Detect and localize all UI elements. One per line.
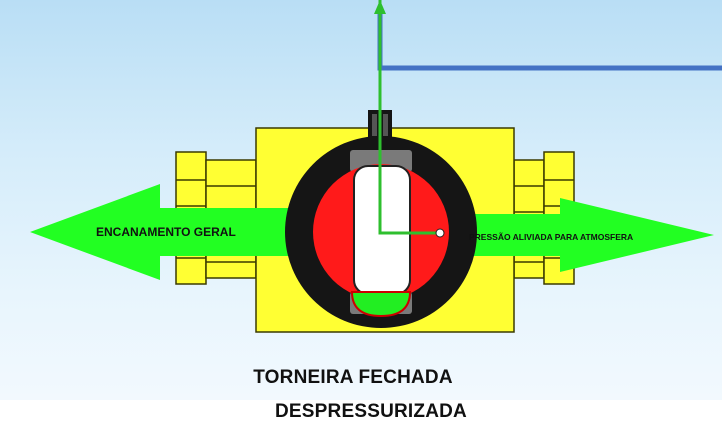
right-arrow-label: PRESSÃO ALIVIADA PARA ATMOSFERA (469, 232, 633, 242)
caption-line-2: DESPRESSURIZADA (275, 401, 467, 421)
bottom-pressure-pocket (350, 291, 412, 318)
pressure-path-arrowhead (374, 0, 386, 14)
pressure-relief-path (378, 0, 440, 235)
ball-bore (353, 165, 411, 295)
pipe-line (377, 12, 722, 71)
left-arrow-label: ENCANAMENTO GERAL (96, 225, 236, 239)
slide-bottom-strip (0, 400, 722, 421)
right-flow-arrow (436, 198, 714, 272)
pressure-path-port (435, 228, 445, 238)
caption-line-1: TORNEIRA FECHADA (253, 367, 453, 388)
left-flow-arrow (30, 184, 322, 280)
